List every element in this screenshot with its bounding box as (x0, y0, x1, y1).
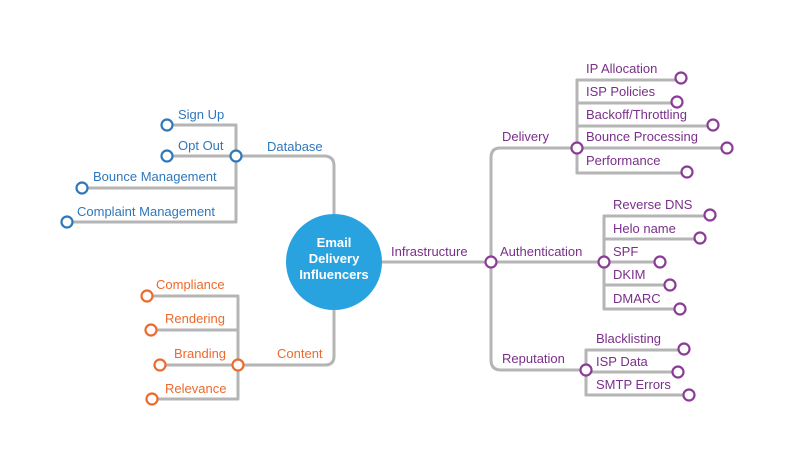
sign-up-node (160, 118, 174, 132)
delivery-hub-node (570, 141, 584, 155)
database-label: Database (267, 139, 323, 154)
opt-out-label: Opt Out (178, 138, 224, 153)
isp-policies-label: ISP Policies (586, 84, 656, 99)
smtp-errors-label: SMTP Errors (596, 377, 671, 392)
rendering-node (144, 323, 158, 337)
infrastructure-hub-node (484, 255, 498, 269)
performance-label: Performance (586, 153, 660, 168)
blacklisting-node (677, 342, 691, 356)
reverse-dns-node (703, 208, 717, 222)
rendering-label: Rendering (165, 311, 225, 326)
opt-out-node (160, 149, 174, 163)
center-circle (286, 214, 382, 310)
compliance-node (140, 289, 154, 303)
dkim-node (663, 278, 677, 292)
bounce-management-label: Bounce Management (93, 169, 217, 184)
center-title-line-1: Email (317, 235, 352, 250)
branding-node (153, 358, 167, 372)
spf-label: SPF (613, 244, 638, 259)
spf-node (653, 255, 667, 269)
content-label: Content (277, 346, 323, 361)
isp-data-label: ISP Data (596, 354, 649, 369)
blacklisting-label: Blacklisting (596, 331, 661, 346)
dkim-label: DKIM (613, 267, 646, 282)
ip-allocation-node (674, 71, 688, 85)
compliance-label: Compliance (156, 277, 225, 292)
content-trunk-line (235, 308, 336, 367)
dmarc-label: DMARC (613, 291, 661, 306)
authentication-hub-node (597, 255, 611, 269)
reputation-label: Reputation (502, 351, 565, 366)
bounce-management-node (75, 181, 89, 195)
isp-policies-node (670, 95, 684, 109)
relevance-node (145, 392, 159, 406)
helo-name-label: Helo name (613, 221, 676, 236)
ip-allocation-label: IP Allocation (586, 61, 657, 76)
reverse-dns-label: Reverse DNS (613, 197, 693, 212)
center-title-line-3: Influencers (299, 267, 368, 282)
content-branch: Content Compliance Rendering Branding Re… (140, 277, 323, 406)
center-node: Email Delivery Influencers (286, 214, 382, 310)
database-hub-node (229, 149, 243, 163)
connector-lines (65, 78, 729, 401)
isp-data-node (671, 365, 685, 379)
center-title-line-2: Delivery (309, 251, 360, 266)
bounce-processing-node (720, 141, 734, 155)
infrastructure-branch: Infrastructure Delivery IP Allocation IS… (391, 61, 734, 402)
complaint-management-label: Complaint Management (77, 204, 215, 219)
infrastructure-spine-line (489, 146, 589, 372)
branding-label: Branding (174, 346, 226, 361)
database-trunk-line (235, 154, 336, 217)
backoff-throttling-node (706, 118, 720, 132)
complaint-management-node (60, 215, 74, 229)
relevance-label: Relevance (165, 381, 226, 396)
smtp-errors-node (682, 388, 696, 402)
reputation-hub-node (579, 363, 593, 377)
performance-node (680, 165, 694, 179)
content-hub-node (231, 358, 245, 372)
bounce-processing-label: Bounce Processing (586, 129, 698, 144)
infrastructure-label: Infrastructure (391, 244, 468, 259)
delivery-label: Delivery (502, 129, 549, 144)
database-branch: Database Sign Up Opt Out Bounce Manageme… (60, 107, 323, 229)
helo-name-node (693, 231, 707, 245)
dmarc-node (673, 302, 687, 316)
authentication-label: Authentication (500, 244, 582, 259)
sign-up-label: Sign Up (178, 107, 224, 122)
backoff-throttling-label: Backoff/Throttling (586, 107, 687, 122)
